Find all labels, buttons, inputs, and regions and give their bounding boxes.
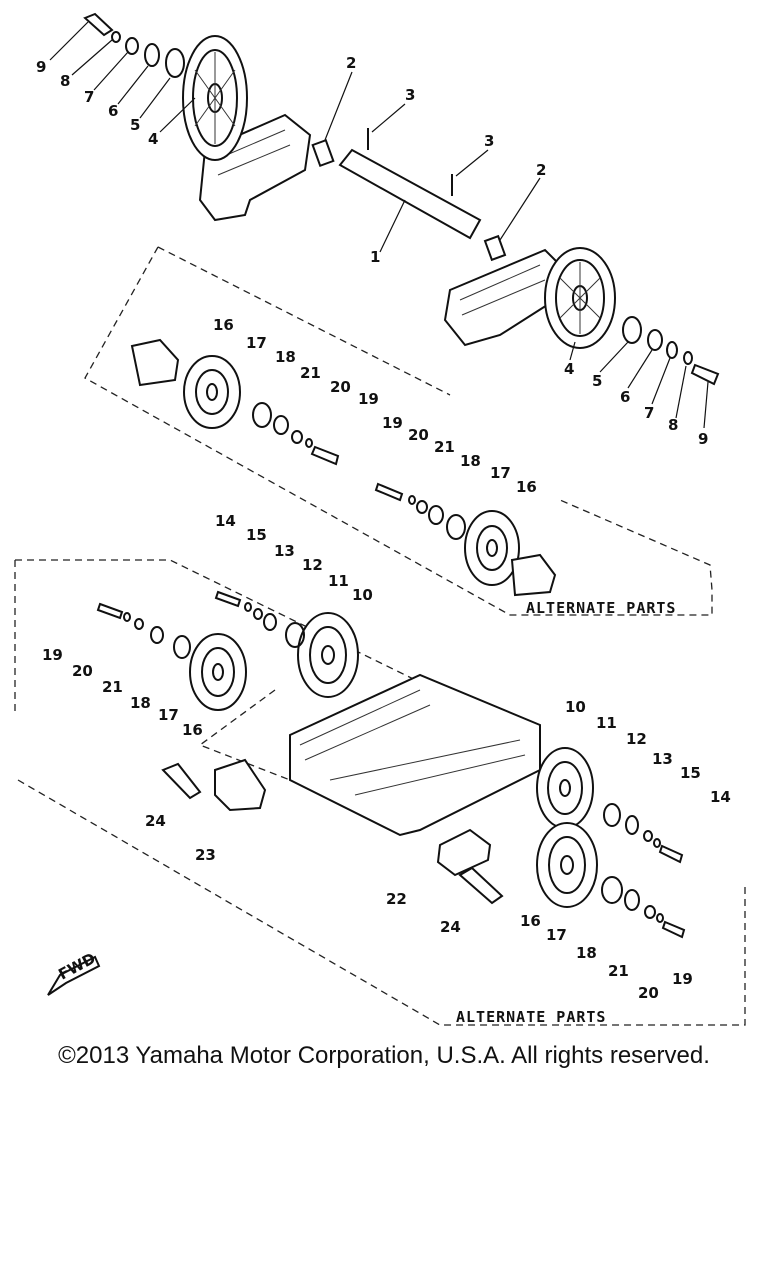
callout-8: 8 (60, 72, 70, 90)
callout-18: 18 (130, 694, 151, 712)
copyright-notice: ©2013 Yamaha Motor Corporation, U.S.A. A… (58, 1042, 710, 1069)
callout-4: 4 (564, 360, 574, 378)
callout-19: 19 (672, 970, 693, 988)
callout-15: 15 (680, 764, 701, 782)
alternate-parts-label: ALTERNATE PARTS (456, 1008, 606, 1026)
callout-14: 14 (215, 512, 236, 530)
callout-20: 20 (638, 984, 659, 1002)
ring-6 (144, 43, 160, 67)
callout-2: 2 (536, 161, 546, 179)
alternate-parts-box-lower (14, 559, 746, 1026)
callout-14: 14 (710, 788, 731, 806)
callout-8: 8 (668, 416, 678, 434)
callout-7: 7 (84, 88, 94, 106)
callout-13: 13 (274, 542, 295, 560)
bracket-23 (214, 758, 267, 812)
washer-8 (111, 31, 121, 43)
callout-6: 6 (620, 388, 630, 406)
callout-1: 1 (370, 248, 380, 266)
callout-3: 3 (405, 86, 415, 104)
callout-12: 12 (302, 556, 323, 574)
callout-9: 9 (36, 58, 46, 76)
callout-17: 17 (158, 706, 179, 724)
callout-21: 21 (608, 962, 629, 980)
callout-17: 17 (546, 926, 567, 944)
callout-18: 18 (576, 944, 597, 962)
callout-10: 10 (565, 698, 586, 716)
callout-5: 5 (130, 116, 140, 134)
callout-19: 19 (358, 390, 379, 408)
callout-16: 16 (213, 316, 234, 334)
bracket-22 (436, 828, 492, 877)
upper-alternate-parts (130, 338, 557, 597)
callout-9: 9 (698, 430, 708, 448)
slide-rail-frame (289, 673, 541, 837)
washer-7 (125, 37, 139, 55)
leader-lines (49, 21, 709, 429)
wheel-16-lower-right (536, 822, 598, 908)
callout-10: 10 (352, 586, 373, 604)
callout-3: 3 (484, 132, 494, 150)
callout-13: 13 (652, 750, 673, 768)
lower-assembly (96, 590, 686, 939)
exploded-parts-diagram: FWD 9 8 7 6 5 4 2 3 3 2 1 4 5 6 7 (14, 12, 746, 1026)
callout-15: 15 (246, 526, 267, 544)
callout-16: 16 (182, 721, 203, 739)
callout-7: 7 (644, 404, 654, 422)
callout-18: 18 (460, 452, 481, 470)
callout-20: 20 (408, 426, 429, 444)
alternate-parts-label: ALTERNATE PARTS (526, 599, 676, 617)
callout-21: 21 (434, 438, 455, 456)
callout-21: 21 (300, 364, 321, 382)
alternate-parts-box-upper (84, 246, 713, 616)
callout-16: 16 (516, 478, 537, 496)
idler-wheel-10-right (536, 747, 594, 829)
callout-20: 20 (72, 662, 93, 680)
bolt-9 (83, 12, 114, 37)
callout-5: 5 (592, 372, 602, 390)
callout-11: 11 (596, 714, 617, 732)
callout-4: 4 (148, 130, 158, 148)
upper-assembly (83, 12, 720, 386)
callout-18: 18 (275, 348, 296, 366)
idler-wheel-10-left (297, 612, 359, 698)
callout-numbers: 9 8 7 6 5 4 2 3 3 2 1 4 5 6 7 8 9 16 17 … (36, 54, 731, 1026)
callout-11: 11 (328, 572, 349, 590)
callout-12: 12 (626, 730, 647, 748)
callout-16: 16 (520, 912, 541, 930)
axle-1 (338, 148, 482, 240)
callout-6: 6 (108, 102, 118, 120)
callout-19: 19 (42, 646, 63, 664)
callout-17: 17 (246, 334, 267, 352)
bolt-24-right (458, 866, 504, 905)
callout-2: 2 (346, 54, 356, 72)
callout-17: 17 (490, 464, 511, 482)
callout-23: 23 (195, 846, 216, 864)
bearing-5 (165, 48, 185, 78)
bolt-24-left (161, 762, 202, 800)
callout-19: 19 (382, 414, 403, 432)
callout-21: 21 (102, 678, 123, 696)
callout-20: 20 (330, 378, 351, 396)
callout-24: 24 (440, 918, 461, 936)
callout-22: 22 (386, 890, 407, 908)
callout-24: 24 (145, 812, 166, 830)
fwd-arrow-icon: FWD (47, 949, 101, 996)
wheel-16-lower-left (189, 633, 247, 711)
